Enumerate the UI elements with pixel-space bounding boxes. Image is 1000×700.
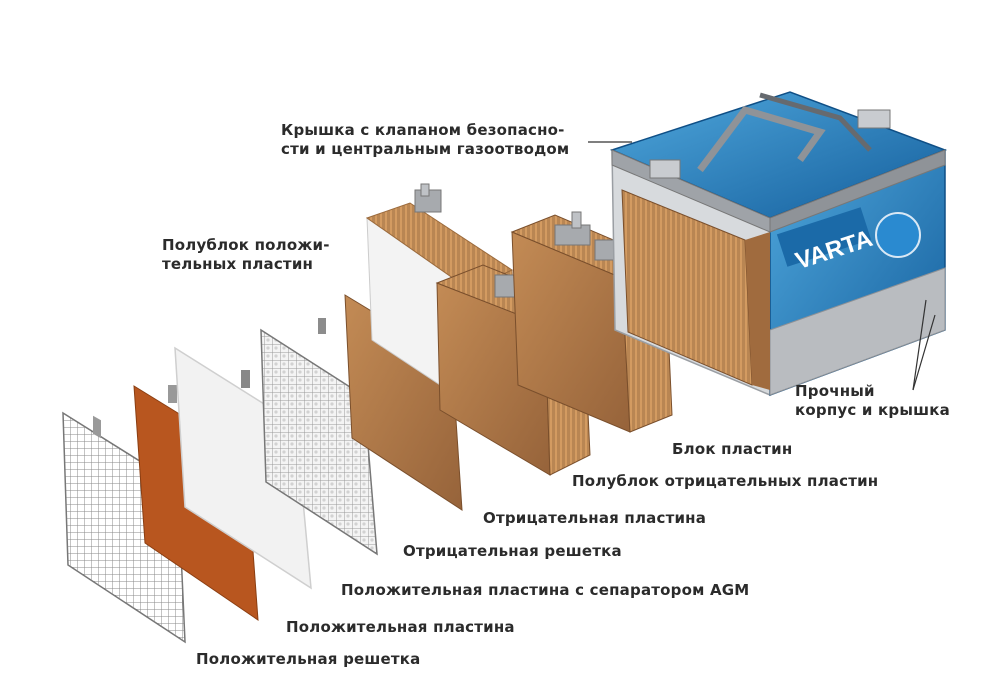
label-lid-line-2: сти и центральным газоотводом [281, 140, 570, 158]
label-negative-grid: Отрицательная решетка [403, 542, 622, 560]
label-positive-grid: Положительная решетка [196, 650, 421, 668]
label-positive-plate-agm: Положительная пластина с сепаратором AGM [341, 581, 750, 599]
label-positive-half-block-line-1: Полублок положи- [162, 236, 330, 254]
battery-lid [609, 91, 948, 233]
label-positive-half-block-line-2: тельных пластин [162, 255, 314, 273]
label-case-line-1: Прочный [795, 382, 875, 400]
battery-case: VARTA [611, 148, 946, 397]
label-case-line-2: корпус и крышка [795, 401, 950, 419]
label-negative-half-block: Полублок отрицательных пластин [572, 472, 879, 490]
leader-lines [588, 141, 936, 391]
label-lid-with-safety-valve: Крышка с клапаном безопасно- сти и центр… [281, 121, 569, 159]
case-leader-line-1 [912, 299, 927, 391]
label-lid-line-1: Крышка с клапаном безопасно- [281, 121, 565, 139]
negative-grid-plate [260, 318, 378, 556]
positive-plate-agm-separator [174, 346, 312, 590]
label-negative-plate: Отрицательная пластина [483, 509, 707, 527]
label-positive-plate: Положительная пластина [286, 618, 515, 636]
case-leader-line-2 [912, 314, 936, 391]
label-plate-block: Блок пластин [672, 440, 793, 458]
label-case-and-lid: Прочный корпус и крышка [795, 382, 950, 420]
label-positive-half-block: Полублок положи- тельных пластин [162, 236, 330, 274]
